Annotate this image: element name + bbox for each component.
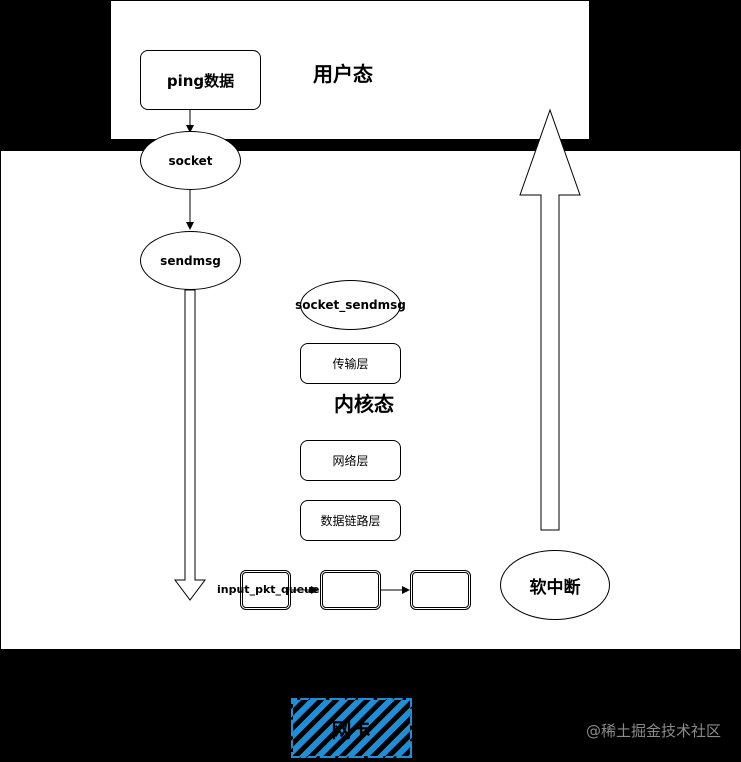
input-pkt-queue-label: input_pkt_queue — [217, 583, 320, 596]
nic-label: 网卡 — [331, 717, 372, 742]
kernel-space-label: 内核态 — [334, 392, 394, 416]
watermark: @稀土掘金技术社区 — [585, 722, 721, 740]
socket-node: socket — [140, 131, 241, 190]
user-space-label: 用户态 — [313, 62, 373, 86]
data-link-layer-node: 数据链路层 — [300, 500, 401, 541]
network-layer-node: 网络层 — [300, 440, 401, 481]
big-up-arrow — [519, 108, 581, 531]
ping-data-node: ping数据 — [140, 50, 261, 110]
queue-box-3 — [410, 570, 471, 610]
kernel-space-region — [0, 150, 741, 650]
transport-layer-node: 传输层 — [300, 343, 401, 384]
queue-box-1 — [240, 570, 291, 610]
socket-sendmsg-node: socket_sendmsg — [295, 280, 406, 330]
sendmsg-node: sendmsg — [140, 231, 241, 290]
nic-node: 网卡 — [291, 698, 412, 758]
queue-box-2 — [320, 570, 381, 610]
big-down-arrow — [174, 289, 206, 601]
softirq-node: 软中断 — [500, 550, 610, 620]
